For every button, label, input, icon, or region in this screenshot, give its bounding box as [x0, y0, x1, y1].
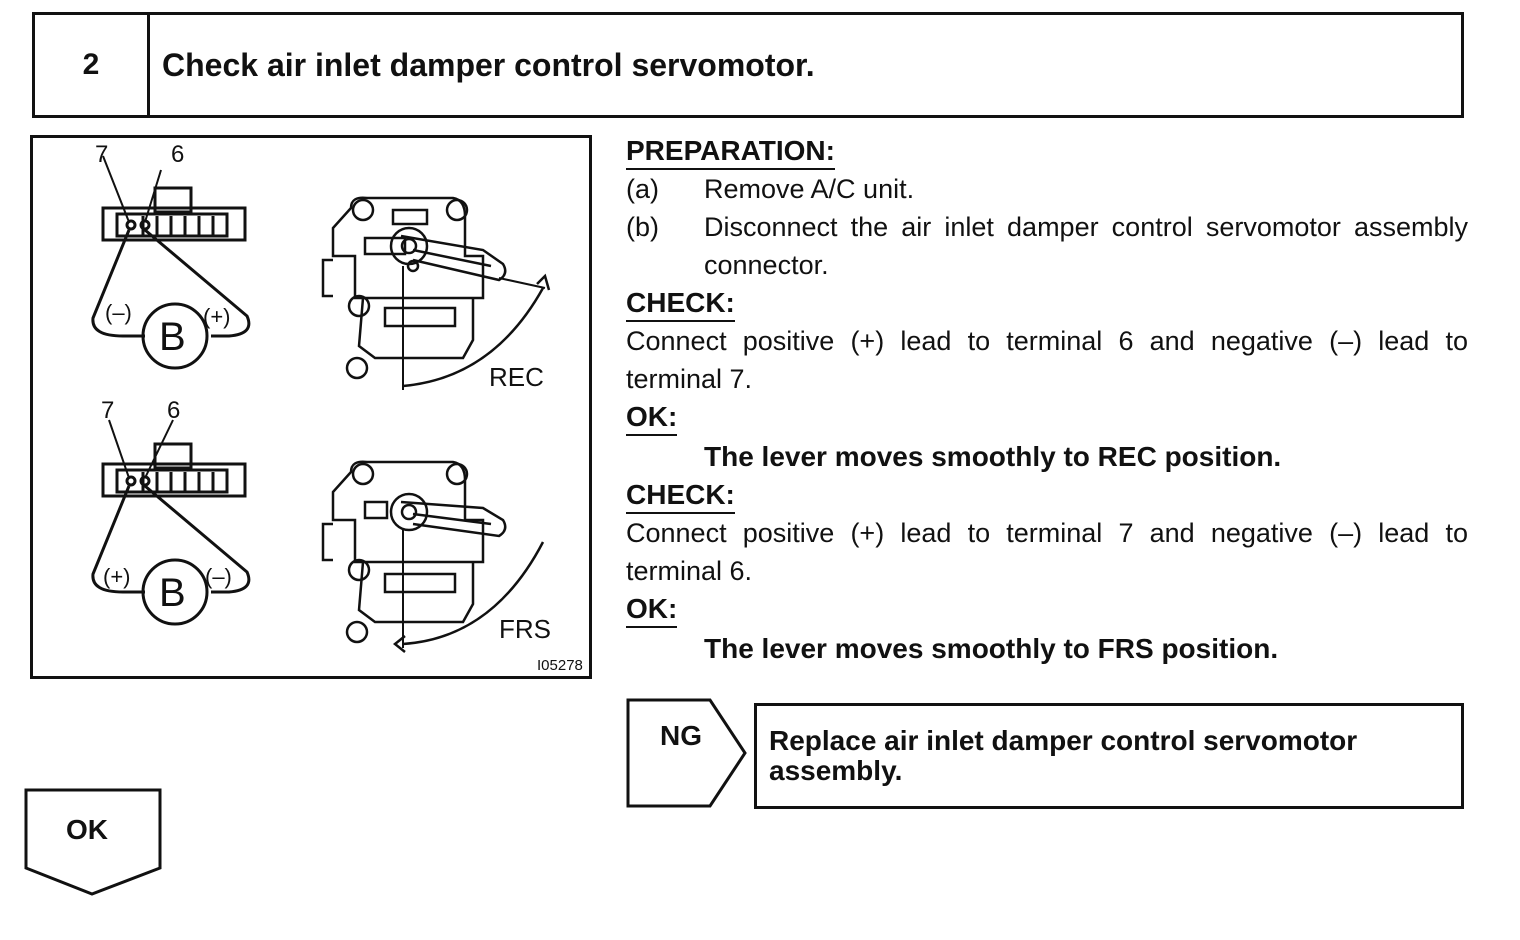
preparation-label: PREPARATION: — [626, 134, 835, 170]
step-title: Check air inlet damper control servomoto… — [162, 46, 815, 83]
battery-label-upper: B — [159, 315, 186, 359]
terminal-7-label-upper: 7 — [95, 141, 108, 168]
lower-connector — [101, 442, 247, 498]
lead-right-upper — [144, 228, 251, 338]
terminal-7-pointer-upper — [102, 155, 130, 223]
ng-arrow-shape — [626, 698, 747, 808]
lead-left-polarity-upper: (–) — [105, 300, 132, 325]
step-header: 2 Check air inlet damper control servomo… — [32, 12, 1464, 118]
servomotor-lower — [321, 460, 507, 644]
terminal-6-pointer-upper — [144, 169, 162, 223]
ng-action-box: Replace air inlet damper control servomo… — [754, 703, 1464, 809]
terminal-6-label-upper: 6 — [171, 141, 184, 168]
terminal-7-label-lower: 7 — [101, 397, 114, 424]
wiring-diagram: 7 6 B (–) (+) REC — [91, 141, 583, 674]
terminal-6-label-lower: 6 — [167, 397, 180, 424]
prep-item-text: Disconnect the air inlet damper control … — [704, 212, 1468, 280]
terminal-7-pointer-lower — [108, 419, 130, 479]
ok-branch-tag: OK — [24, 788, 164, 898]
rec-motion-arc — [402, 287, 545, 388]
prep-item-mark: (a) — [626, 174, 659, 204]
ok-arrow-shape — [24, 788, 162, 896]
ok-result-2: The lever moves smoothly to FRS position… — [704, 633, 1279, 664]
battery-label-lower: B — [159, 571, 186, 615]
rec-position-label: REC — [489, 362, 544, 392]
lead-left-polarity-lower: (+) — [103, 564, 131, 589]
terminal-6-pointer-lower — [144, 419, 174, 479]
ng-label: NG — [660, 720, 702, 751]
check-text-1: Connect positive (+) lead to terminal 6 … — [626, 326, 1468, 394]
ok-label-1: OK: — [626, 400, 678, 436]
lead-right-polarity-lower: (–) — [205, 564, 232, 589]
ng-branch-tag: NG — [626, 698, 748, 808]
prep-item-text: Remove A/C unit. — [704, 174, 915, 204]
prep-item: (b) Disconnect the air inlet damper cont… — [626, 208, 1468, 284]
prep-item-mark: (b) — [626, 212, 659, 242]
frs-motion-arc — [402, 541, 545, 646]
lead-right-lower — [144, 484, 251, 594]
ok-label-2: OK: — [626, 592, 678, 628]
ok-label: OK — [66, 814, 108, 845]
check-text-2: Connect positive (+) lead to terminal 7 … — [626, 518, 1468, 586]
step-number: 2 — [35, 15, 150, 115]
lead-right-polarity-upper: (+) — [203, 304, 231, 329]
prep-item: (a) Remove A/C unit. — [626, 170, 1468, 208]
check-label-1: CHECK: — [626, 286, 735, 322]
figure-code: I05278 — [537, 657, 583, 674]
servomotor-upper — [321, 196, 507, 380]
lead-left-upper — [91, 229, 145, 338]
ok-result-1: The lever moves smoothly to REC position… — [704, 441, 1282, 472]
battery-symbol-upper — [141, 302, 209, 370]
check-label-2: CHECK: — [626, 478, 735, 514]
frs-position-label: FRS — [499, 614, 551, 644]
lever-extension-upper — [498, 277, 546, 289]
servomotor-illustration: 7 6 B (–) (+) REC — [30, 135, 592, 679]
procedure-text: PREPARATION: (a) Remove A/C unit. (b) Di… — [626, 132, 1468, 668]
upper-connector — [101, 186, 247, 242]
lead-left-lower — [91, 485, 145, 594]
frs-arc-arrowhead — [392, 635, 406, 653]
rec-arc-arrowhead — [536, 273, 551, 291]
battery-symbol-lower — [141, 558, 209, 626]
